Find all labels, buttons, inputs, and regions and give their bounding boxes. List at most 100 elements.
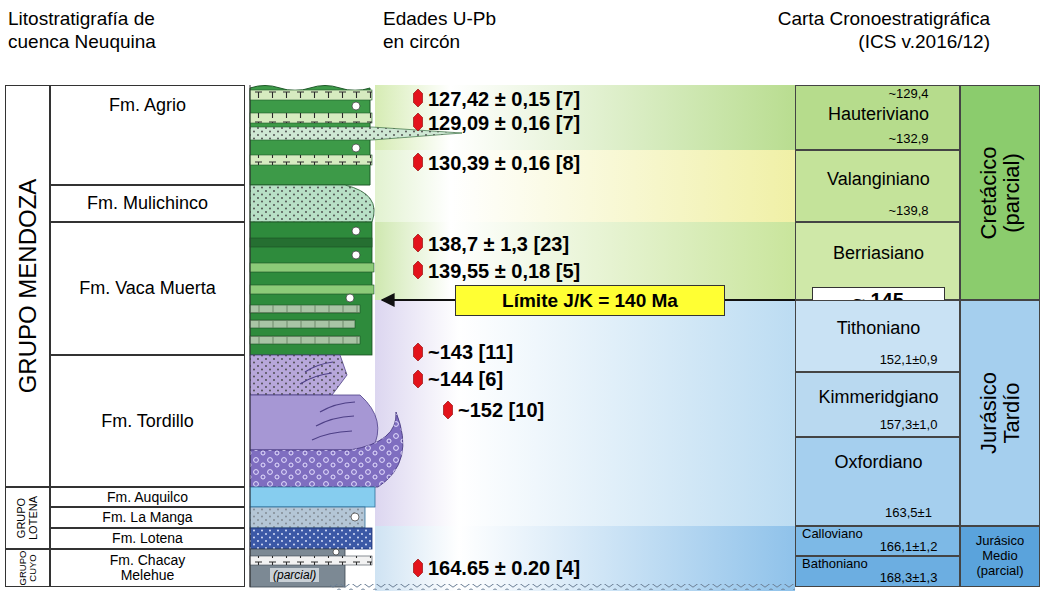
- age-value: 139,55 ± 0,18 [5]: [428, 259, 580, 283]
- node-text: Valanginiano: [796, 169, 961, 190]
- node-text: ~139,8: [866, 204, 951, 219]
- limestone-layer: [250, 507, 365, 528]
- late-jurassic-band: [375, 300, 795, 526]
- node-text: Kimmeridgiano: [796, 387, 961, 408]
- node-text: Tithoniano: [796, 318, 961, 339]
- group-cell: GRUPO CUYO: [5, 549, 50, 587]
- age-value: ~143 [11]: [428, 340, 513, 364]
- node-text: ~129,4: [866, 87, 951, 102]
- node-text: Oxfordiano: [796, 452, 961, 473]
- formation-cell: Fm. Agrio: [50, 85, 245, 185]
- node-text: 152,1±0,9: [866, 353, 951, 368]
- zircon-symbol: [414, 113, 423, 131]
- formation-cell: Fm. La Manga: [50, 507, 245, 528]
- zircon-symbol: [414, 559, 423, 577]
- tuff-pattern: [250, 556, 372, 565]
- zircon-symbol: [444, 401, 453, 419]
- shale-layer: [250, 549, 345, 587]
- ammonite-symbol: [352, 102, 360, 110]
- sandstone-pattern: [250, 185, 374, 222]
- marl-pattern: [250, 305, 360, 313]
- zircon-symbol: [414, 370, 423, 388]
- tuff-layer: [250, 113, 372, 123]
- zircon-symbol: [414, 89, 423, 107]
- marl-pattern: [250, 336, 360, 344]
- lotena-group-lithology: [250, 487, 375, 549]
- ammonite-symbol: [351, 513, 359, 521]
- node-text: Fm. Vaca Muerta: [79, 278, 216, 299]
- stage-box: ~129,4Hauteriviano~132,9: [795, 85, 960, 150]
- node-text: Cretácico (parcial): [977, 133, 1023, 253]
- zircon-symbol: [414, 153, 423, 171]
- period-box: Cretácico (parcial): [960, 85, 1040, 300]
- stage-box: Bathoniano168,3±1,3: [795, 556, 960, 587]
- node-text: Berriasiano: [796, 243, 961, 264]
- evaporite-layer: [250, 487, 375, 507]
- ammonite-symbol: [352, 144, 360, 152]
- group-cell: GRUPO MENDOZA: [5, 85, 50, 487]
- column-heading: Edades U-Pb en circón: [383, 8, 508, 54]
- sandstone-layer: [250, 185, 374, 222]
- sandstone-layer: [250, 355, 347, 395]
- zircon-symbol: [414, 234, 423, 252]
- sandstone-layer: [250, 528, 372, 549]
- node-text: Fm. La Manga: [102, 509, 192, 525]
- node-text: Límite J/K = 140 Ma: [502, 290, 678, 312]
- node-text: Fm. Tordillo: [101, 411, 194, 432]
- age-value: ~152 [10]: [458, 398, 544, 422]
- cuyo-group-lithology: [250, 549, 372, 587]
- group-cell: GRUPO LOTENA: [5, 487, 50, 549]
- node-text: GRUPO MENDOZA: [15, 89, 40, 484]
- formation-cell: Fm. Tordillo: [50, 355, 245, 487]
- node-text: Fm. Auquilco: [107, 489, 188, 505]
- formation-cell: Fm. Auquilco: [50, 487, 245, 507]
- partial-note: (parcial): [270, 568, 319, 582]
- tuff-layer: [250, 155, 372, 165]
- marl-layer: [250, 320, 355, 328]
- stage-box: Oxfordiano 163,5±1: [795, 437, 960, 526]
- stage-box: Valanginiano ~139,8: [795, 150, 960, 222]
- node-text: ~132,9: [866, 132, 951, 147]
- node-text: 163,5±1: [866, 506, 951, 521]
- conglomerate-layer: [250, 412, 403, 487]
- zircon-symbol: [414, 343, 423, 361]
- ammonite-symbol: [352, 227, 360, 235]
- vaca-muerta-lithology: [250, 222, 374, 355]
- node-text: Jurásico Tardío: [977, 358, 1023, 468]
- ammonite-symbol: [352, 251, 360, 259]
- sandstone-pattern: [250, 355, 347, 395]
- formation-cell: Fm. Mulichinco: [50, 185, 245, 222]
- node-text: Fm. Mulichinco: [87, 193, 208, 214]
- boundary-label-box: Límite J/K = 140 Ma: [455, 285, 725, 316]
- age-value: 138,7 ± 1,3 [23]: [428, 232, 569, 256]
- node-text: GRUPO LOTENA: [16, 489, 39, 547]
- tuff-pattern: [250, 155, 372, 165]
- unconformity-line: [330, 584, 795, 590]
- age-value: 130,39 ± 0,16 [8]: [428, 151, 580, 175]
- age-value: 127,42 ± 0,15 [7]: [428, 87, 580, 111]
- node-text: Jurásico Medio (parcial): [964, 534, 1036, 579]
- marl-layer: [250, 238, 372, 247]
- conglomerate-pattern: [250, 412, 403, 487]
- node-text: Fm. Chacay Melehue: [100, 553, 195, 582]
- node-text: 157,3±1,0: [866, 418, 951, 433]
- column-heading: Litostratigrafía de cuenca Neuquina: [8, 8, 208, 54]
- column-heading: Carta Cronoestratigráfica (ICS v.2016/12…: [745, 8, 990, 54]
- stage-box: Kimmeridgiano 157,3±1,0: [795, 372, 960, 437]
- period-box: Jurásico Tardío: [960, 300, 1040, 526]
- node-text: Fm. Lotena: [112, 530, 183, 546]
- limestone-layer: [250, 285, 374, 294]
- tuff-layer: [250, 90, 372, 100]
- period-box: Jurásico Medio (parcial): [960, 526, 1040, 587]
- node-text: 168,3±1,3: [866, 571, 951, 586]
- age-value: 164.65 ± 0.20 [4]: [428, 556, 580, 580]
- sandstone-pattern: [250, 528, 372, 549]
- tordillo-lithology: [250, 355, 403, 487]
- marl-layer: [250, 305, 360, 313]
- column-axis: [250, 85, 251, 587]
- node-text: Fm. Agrio: [109, 95, 186, 116]
- tuff-pattern: [250, 90, 372, 100]
- formation-cell: Fm. Lotena: [50, 528, 245, 549]
- limestone-layer: [250, 263, 374, 272]
